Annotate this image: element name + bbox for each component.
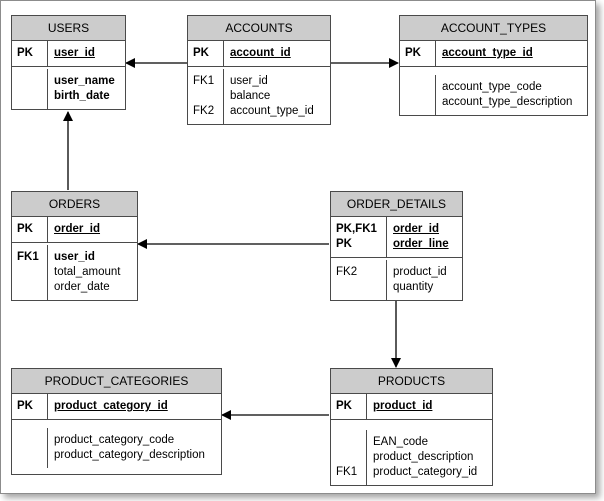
key-label: PK [17,47,33,59]
attribute-section: account_type_code account_type_descriptio… [400,67,587,115]
key-label: PK [405,47,421,59]
field-user-id: user_id [54,251,95,263]
field-product-category-id: product_category_id [54,400,168,412]
field-ean-code: EAN_code [373,436,428,448]
field-account-type-code: account_type_code [442,81,542,93]
field-order-line: order_line [393,238,449,250]
key-label: FK2 [193,105,215,117]
entity-title: ACCOUNT_TYPES [400,16,587,41]
entity-title: USERS [12,16,125,41]
key-label: PK [17,400,33,412]
field-product-description: product_description [373,451,474,463]
field-product-id: product_id [373,400,433,412]
field-balance: balance [230,90,271,102]
key-label: PK [193,47,209,59]
key-label: FK2 [336,266,358,278]
attribute-section: FK1 EAN_code product_description product_c… [331,420,492,485]
entity-title: ORDERS [12,192,137,217]
key-label [17,433,44,448]
field-product-category-code: product_category_code [54,434,175,446]
entity-account-types[interactable]: ACCOUNT_TYPES PK account_type_id account… [399,15,588,116]
field-birth-date: birth_date [54,90,110,102]
key-label [405,95,432,110]
key-label [17,265,44,280]
field-quantity: quantity [393,281,434,293]
field-order-date: order_date [54,281,110,293]
field-order-id: order_id [393,223,440,235]
entity-product-categories[interactable]: PRODUCT_CATEGORIES PK product_category_i… [11,368,222,475]
key-label [17,89,44,104]
key-label: PK [336,400,352,412]
pk-section: PK account_id [188,41,330,67]
field-account-id: account_id [230,47,291,59]
key-label [336,280,383,295]
key-label [17,74,44,89]
key-label: PK,FK1 [336,223,377,235]
key-label: FK1 [193,75,215,87]
key-label: PK [17,223,33,235]
attribute-section: product_category_code product_category_de… [12,420,221,474]
field-account-type-description: account_type_description [442,96,573,108]
attribute-section: FK2 product_id quantity [331,258,462,300]
field-product-category-id: product_category_id [373,466,478,478]
pk-section: PK account_type_id [400,41,587,67]
key-label [336,450,363,465]
key-label [336,435,363,450]
entity-title: ORDER_DETAILS [331,192,462,217]
entity-title: PRODUCTS [331,369,492,394]
entity-title: ACCOUNTS [188,16,330,41]
attribute-section: FK1 user_id total_amount order_date [12,243,137,300]
field-account-type-id: account_type_id [230,105,314,117]
field-order-id: order_id [54,223,101,235]
key-label [17,280,44,295]
pk-section: PK product_id [331,394,492,420]
key-label: FK1 [17,251,39,263]
pk-section: PK order_id [12,217,137,243]
key-label: PK [336,238,352,250]
field-product-id: product_id [393,266,447,278]
field-user-id: user_id [54,47,95,59]
field-product-category-description: product_category_description [54,449,205,461]
entity-orders[interactable]: ORDERS PK order_id FK1 user_id total_amou… [11,191,138,301]
field-user-name: user_name [54,75,115,87]
key-label [17,448,44,463]
pk-section: PK product_category_id [12,394,221,420]
key-label: FK1 [336,466,358,478]
key-label [405,80,432,95]
entity-title: PRODUCT_CATEGORIES [12,369,221,394]
key-label [193,89,220,104]
field-total-amount: total_amount [54,266,121,278]
field-account-type-id: account_type_id [442,47,533,59]
field-user-id: user_id [230,75,268,87]
pk-section: PK user_id [12,41,125,67]
entity-users[interactable]: USERS PK user_id user_name birth_date [11,15,126,110]
attribute-section: user_name birth_date [12,67,125,109]
